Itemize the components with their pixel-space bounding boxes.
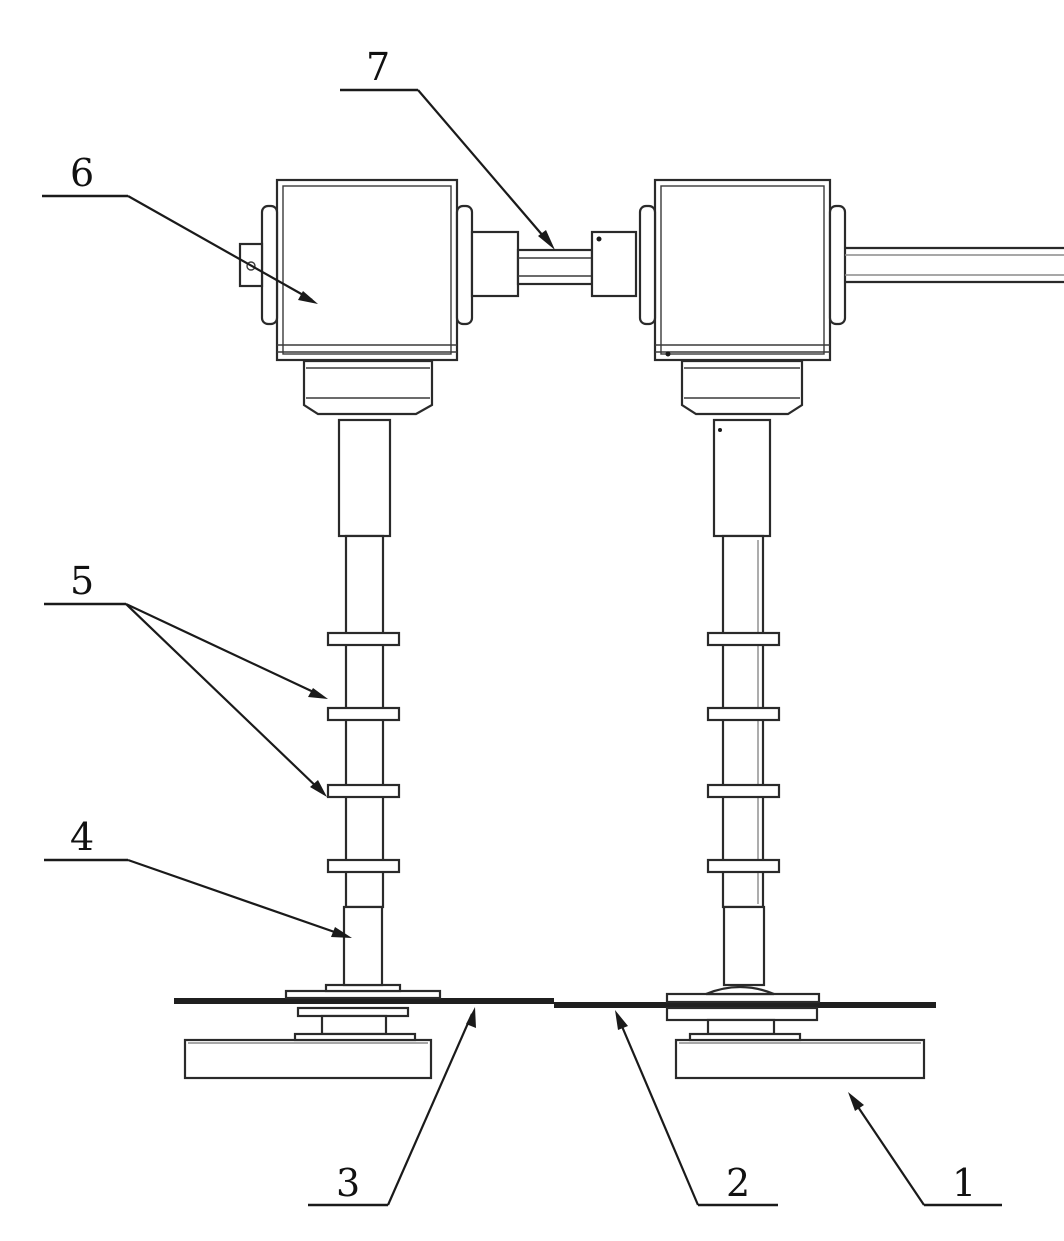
base-support-left [183, 1038, 433, 1080]
tool-head [722, 905, 766, 987]
collar [326, 706, 401, 722]
callout-label-4: 4 [70, 815, 94, 859]
collar [326, 783, 401, 799]
collar [326, 631, 401, 647]
leader-4 [44, 858, 352, 938]
output-shaft-right [845, 246, 1064, 284]
collar [706, 631, 781, 647]
collar [706, 858, 781, 874]
callout-label-7: 7 [366, 45, 390, 89]
right-lower-fixture [665, 985, 821, 1042]
collar [706, 783, 781, 799]
left-lower-fixture [284, 983, 442, 1042]
callout-label-2: 2 [726, 1161, 750, 1205]
workpiece-plate-left [174, 998, 554, 1004]
callout-label-6: 6 [70, 151, 94, 195]
leader-5 [44, 602, 328, 797]
workpiece-plate-right [554, 1002, 936, 1008]
callout-label-3: 3 [336, 1161, 360, 1205]
right-gearbox [638, 178, 847, 432]
leader-2 [615, 1010, 778, 1207]
leader-1 [848, 1092, 1002, 1207]
left-shaft-assembly [326, 418, 401, 987]
leader-7 [340, 88, 555, 250]
connecting-shaft [516, 230, 638, 298]
right-shaft-assembly [706, 418, 781, 987]
collar [326, 858, 401, 874]
leader-3 [308, 1007, 476, 1207]
tool-head [342, 905, 384, 987]
base-support-right [674, 1038, 926, 1080]
callout-label-5: 5 [70, 559, 94, 603]
left-gearbox [238, 178, 520, 416]
callout-label-1: 1 [952, 1161, 976, 1205]
collar [706, 706, 781, 722]
leader-6 [42, 194, 318, 304]
